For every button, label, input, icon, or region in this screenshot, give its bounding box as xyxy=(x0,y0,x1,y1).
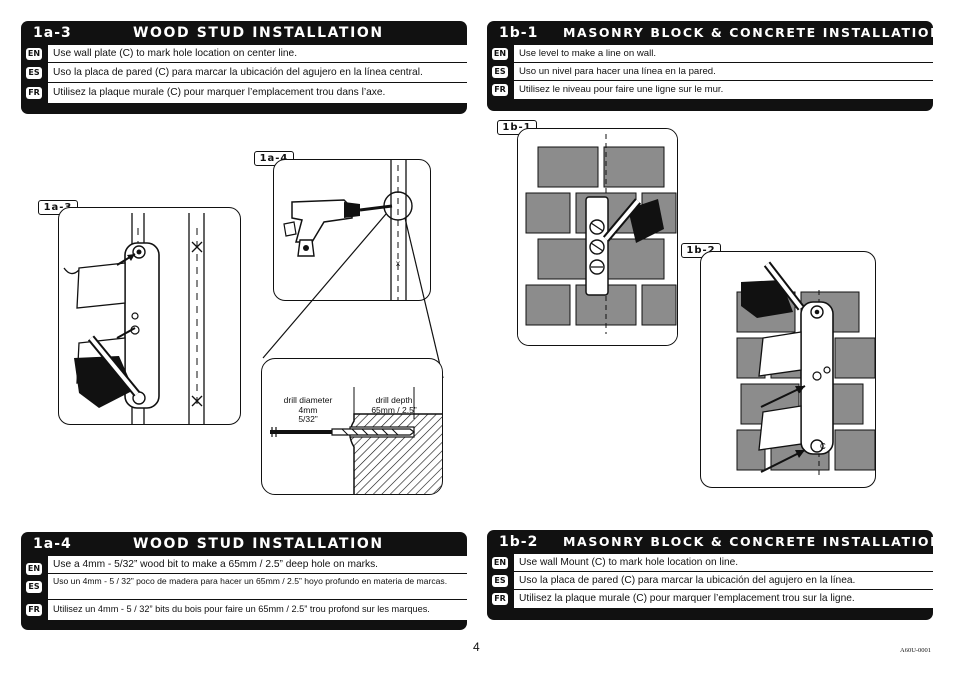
step-number: 1b-1 xyxy=(499,25,539,41)
panel-header: 1b-2 MASONRY BLOCK & CONCRETE INSTALLATI… xyxy=(487,530,941,554)
step-title: WOOD STUD INSTALLATION xyxy=(133,536,384,552)
lang-badge-es: ES xyxy=(492,66,508,78)
panel-header: 1a-4 WOOD STUD INSTALLATION xyxy=(21,532,467,556)
instruction-panel-1b-2: 1b-2 MASONRY BLOCK & CONCRETE INSTALLATI… xyxy=(487,530,941,620)
instruction-text-es: Uso un 4mm - 5 / 32” poco de madera para… xyxy=(48,574,467,600)
lang-badge-es: ES xyxy=(26,67,42,79)
lang-badge-fr: FR xyxy=(26,87,42,99)
step-number: 1a-3 xyxy=(33,25,72,41)
instruction-text-en: Use wall Mount (C) to mark hole location… xyxy=(514,554,933,572)
instruction-text-es: Uso la placa de pared (C) para marcar la… xyxy=(514,572,933,590)
drill-depth-label: drill depth 65mm / 2.5” xyxy=(371,395,417,415)
drill-bit-detail xyxy=(270,387,442,494)
drill-diameter-label: drill diameter 4mm 5/32” xyxy=(283,395,333,424)
lang-badge-en: EN xyxy=(26,563,42,575)
instruction-text-en: Use level to make a line on wall. xyxy=(514,45,933,63)
step-title: MASONRY BLOCK & CONCRETE INSTALLATION xyxy=(563,534,943,549)
lang-badge-es: ES xyxy=(492,575,508,587)
instruction-text-fr: Utilisez un 4mm - 5 / 32” bits du bois p… xyxy=(48,600,467,620)
lang-badge-en: EN xyxy=(492,557,508,569)
step-number: 1b-2 xyxy=(499,534,539,550)
instruction-text-fr: Utilisez le niveau pour faire une ligne … xyxy=(514,81,933,99)
instruction-text-es: Uso la placa de pared (C) para marcar la… xyxy=(48,63,467,83)
step-number: 1a-4 xyxy=(33,536,72,552)
page-number: 4 xyxy=(473,640,480,654)
lang-badge-fr: FR xyxy=(492,84,508,96)
document-code: A60U-0001 xyxy=(900,647,932,654)
instruction-text-fr: Utilisez la plaque murale (C) pour marqu… xyxy=(514,590,933,608)
lang-badge-fr: FR xyxy=(492,593,508,605)
mark-x: x xyxy=(396,259,400,268)
plate-letter-c: C xyxy=(820,442,826,451)
panel-header: 1b-1 MASONRY BLOCK & CONCRETE INSTALLATI… xyxy=(487,21,941,45)
figure-1b-1-masonry-level xyxy=(517,128,678,346)
zoom-connector-lines xyxy=(262,213,444,379)
instruction-text-en: Use a 4mm - 5/32” wood bit to make a 65m… xyxy=(48,556,467,574)
drill-illustration: x xyxy=(283,160,413,300)
lang-badge-fr: FR xyxy=(26,604,42,616)
masonry-level-illustration xyxy=(518,129,677,345)
instruction-text-es: Uso un nivel para hacer una línea en la … xyxy=(514,63,933,81)
masonry-plate-illustration: C xyxy=(736,261,875,477)
figure-1b-2-masonry-plate: C xyxy=(700,251,876,488)
instruction-text-fr: Utilisez la plaque murale (C) pour marqu… xyxy=(48,83,467,103)
lang-badge-en: EN xyxy=(492,48,508,60)
step-title: MASONRY BLOCK & CONCRETE INSTALLATION xyxy=(563,25,943,40)
instruction-text-en: Use wall plate (C) to mark hole location… xyxy=(48,45,467,63)
panel-header: 1a-3 WOOD STUD INSTALLATION xyxy=(21,21,467,45)
wood-stud-illustration xyxy=(63,213,205,424)
figure-1a-3-wood-stud xyxy=(58,207,241,425)
lang-badge-es: ES xyxy=(26,581,42,593)
figure-1a-4-drilling: x xyxy=(273,159,431,301)
step-title: WOOD STUD INSTALLATION xyxy=(133,25,384,41)
drill-depth-detail: drill diameter 4mm 5/32” drill depth 65m… xyxy=(261,358,443,495)
lang-badge-en: EN xyxy=(26,48,42,60)
instruction-panel-1b-1: 1b-1 MASONRY BLOCK & CONCRETE INSTALLATI… xyxy=(487,21,941,111)
instruction-panel-1a-3: 1a-3 WOOD STUD INSTALLATION EN Use wall … xyxy=(21,21,467,114)
instruction-panel-1a-4: 1a-4 WOOD STUD INSTALLATION EN Use a 4mm… xyxy=(21,532,467,630)
